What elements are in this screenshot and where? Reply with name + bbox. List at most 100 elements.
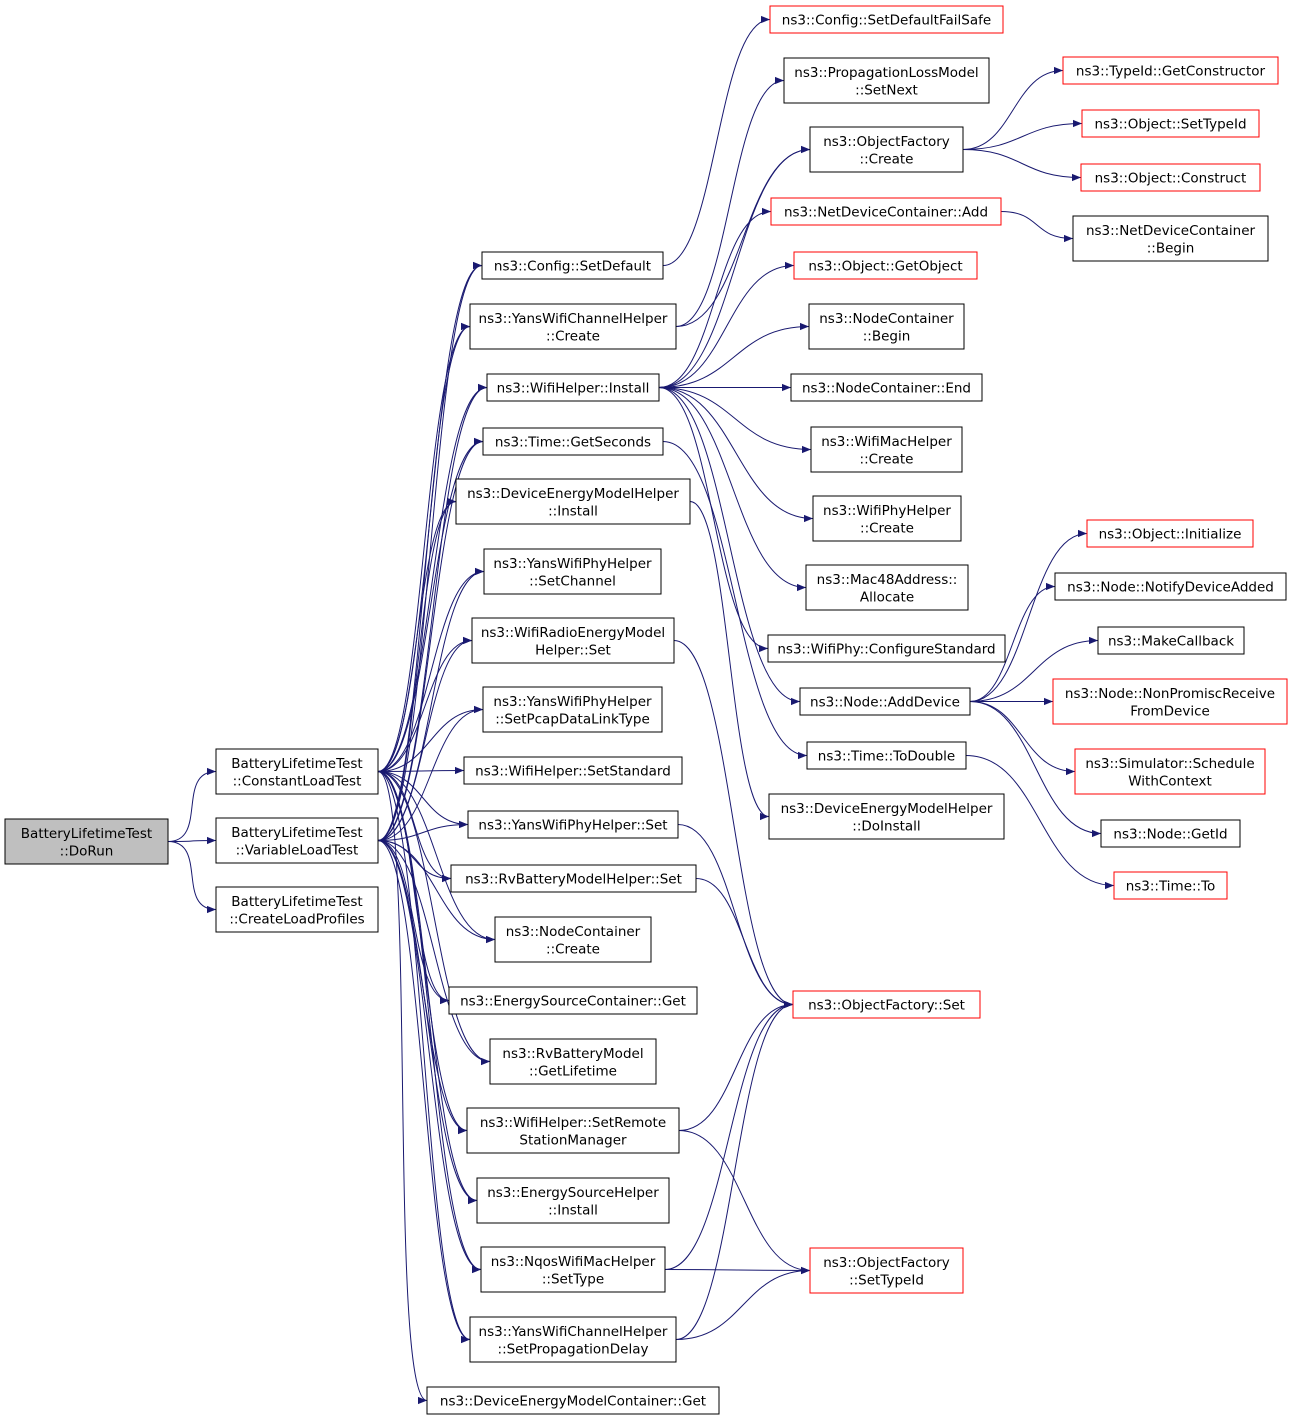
node-rvbattery-set[interactable]: ns3::RvBatteryModelHelper::Set [450,864,697,893]
node-label: ns3::Node::GetId [1113,827,1227,843]
node-typeid-getconstructor[interactable]: ns3::TypeId::GetConstructor [1062,56,1279,85]
node-variableload[interactable]: BatteryLifetimeTest::VariableLoadTest [215,817,379,864]
node-label: ns3::Node::NonPromiscReceive [1065,686,1275,702]
node-wifimac-create[interactable]: ns3::WifiMacHelper::Create [810,426,963,473]
node-node-notifydeviceadded[interactable]: ns3::Node::NotifyDeviceAdded [1054,572,1287,601]
node-object-initialize[interactable]: ns3::Object::Initialize [1086,519,1254,548]
node-object-getobject[interactable]: ns3::Object::GetObject [793,251,978,280]
node-esc-get[interactable]: ns3::EnergySourceContainer::Get [448,986,698,1015]
node-wifiphy-create[interactable]: ns3::WifiPhyHelper::Create [812,495,962,542]
edge-wifihelper-install-to-wifiphy-create [658,387,814,523]
edge-node-adddevice-to-node-notifydeviceadded [969,582,1056,702]
node-time-to[interactable]: ns3::Time::To [1113,871,1228,900]
node-label: ns3::YansWifiPhyHelper::Set [478,818,667,834]
node-objfactory-settypeid[interactable]: ns3::ObjectFactory::SetTypeId [809,1247,964,1294]
edge-wifihelper-install-to-objfactory-create [658,145,811,388]
node-time-todouble[interactable]: ns3::Time::ToDouble [806,741,967,770]
edge-wifiradio-set-to-objfactory-set [673,640,794,1009]
node-yanschannel-setprop[interactable]: ns3::YansWifiChannelHelper::SetPropagati… [469,1316,677,1363]
node-box [467,810,679,839]
node-objfactory-set[interactable]: ns3::ObjectFactory::Set [792,990,981,1019]
node-ndc-add[interactable]: ns3::NetDeviceContainer::Add [770,197,1002,226]
node-demc-get[interactable]: ns3::DeviceEnergyModelContainer::Get [426,1386,720,1415]
node-label: ns3::NodeContainer [506,924,641,940]
node-ndc-begin[interactable]: ns3::NetDeviceContainer::Begin [1072,215,1269,262]
node-esh-install[interactable]: ns3::EnergySourceHelper::Install [476,1177,670,1224]
edge-variableload-to-esc-get [377,840,450,1005]
node-label: ::Create [860,151,914,167]
node-box [799,687,971,716]
node-wifiphy-configstd[interactable]: ns3::WifiPhy::ConfigureStandard [767,634,1006,663]
node-nodecontainer-create[interactable]: ns3::NodeContainer::Create [494,916,652,963]
node-label: ::SetNext [855,82,918,98]
node-label: ::SetTypeId [849,1272,924,1288]
node-label: ns3::WifiHelper::Install [497,381,650,397]
node-label: ns3::WifiPhy::ConfigureStandard [777,642,995,658]
node-yansphy-setchannel[interactable]: ns3::YansWifiPhyHelper::SetChannel [483,548,662,595]
node-label: Helper::Set [535,642,611,658]
node-label: ns3::PropagationLossModel [794,65,978,81]
node-dorun[interactable]: BatteryLifetimeTest::DoRun [4,818,169,865]
node-nodecontainer-begin[interactable]: ns3::NodeContainer::Begin [808,303,965,350]
node-label: ns3::YansWifiPhyHelper [493,694,652,710]
node-box [476,1177,670,1224]
node-label: ns3::ObjectFactory [823,1255,950,1271]
node-box [809,1247,964,1294]
node-wifihelper-setstandard[interactable]: ns3::WifiHelper::SetStandard [463,756,683,785]
node-box [426,1386,720,1415]
node-mac48-allocate[interactable]: ns3::Mac48Address::Allocate [805,564,969,611]
node-label: ::SetType [542,1271,604,1287]
node-config-setdefaultfailsafe[interactable]: ns3::Config::SetDefaultFailSafe [769,5,1004,34]
node-object-construct[interactable]: ns3::Object::Construct [1080,163,1261,192]
node-box [808,303,965,350]
node-proploss-setnext[interactable]: ns3::PropagationLossModel::SetNext [783,57,990,104]
edge-wifihelper-setremote-to-objfactory-set [678,1000,794,1131]
edge-variableload-to-yanschannel-create [377,323,471,841]
node-label: ns3::RvBatteryModelHelper::Set [465,872,682,888]
node-constantload[interactable]: BatteryLifetimeTest::ConstantLoadTest [215,748,379,795]
node-objfactory-create[interactable]: ns3::ObjectFactory::Create [809,126,964,173]
node-demh-doinstall[interactable]: ns3::DeviceEnergyModelHelper::DoInstall [768,793,1005,840]
node-box [1100,819,1241,848]
node-box [215,886,379,933]
node-createloadprofiles[interactable]: BatteryLifetimeTest::CreateLoadProfiles [215,886,379,933]
node-time-getseconds[interactable]: ns3::Time::GetSeconds [482,427,664,456]
node-object-settypeid[interactable]: ns3::Object::SetTypeId [1081,109,1260,138]
node-label: ns3::NqosWifiMacHelper [491,1254,656,1270]
node-wifihelper-install[interactable]: ns3::WifiHelper::Install [486,373,660,402]
node-nqos-settype[interactable]: ns3::NqosWifiMacHelper::SetType [480,1246,666,1293]
node-label: ::Install [548,1202,598,1218]
node-rvbattery-getlifetime[interactable]: ns3::RvBatteryModel::GetLifetime [489,1038,657,1085]
node-label: ns3::DeviceEnergyModelHelper [781,801,993,817]
node-node-getid[interactable]: ns3::Node::GetId [1100,819,1241,848]
node-box [480,1246,666,1293]
edge-constantload-to-nodecontainer-create [377,771,496,944]
node-label: ns3::EnergySourceContainer::Get [460,994,686,1010]
node-box [790,373,983,402]
node-yanschannel-create[interactable]: ns3::YansWifiChannelHelper::Create [469,303,677,350]
node-yansphy-setpcap[interactable]: ns3::YansWifiPhyHelper::SetPcapDataLinkT… [482,686,663,733]
node-label: ns3::Node::NotifyDeviceAdded [1067,580,1274,596]
node-box [481,251,664,280]
node-box [793,251,978,280]
node-config-setdefault[interactable]: ns3::Config::SetDefault [481,251,664,280]
node-label: WithContext [1128,773,1212,789]
edge-wifihelper-install-to-wifiphy-configstd [658,387,769,653]
node-demh-install[interactable]: ns3::DeviceEnergyModelHelper::Install [455,478,691,525]
node-makecallback[interactable]: ns3::MakeCallback [1097,626,1245,655]
node-label: ns3::ObjectFactory [823,134,950,150]
edge-config-setdefault-to-config-setdefaultfailsafe [662,15,771,266]
node-nodecontainer-end[interactable]: ns3::NodeContainer::End [790,373,983,402]
node-box [806,741,967,770]
node-box [1086,519,1254,548]
edge-constantload-to-yanschannel-setprop [377,771,471,1343]
node-yansphy-set[interactable]: ns3::YansWifiPhyHelper::Set [467,810,679,839]
node-box [1054,572,1287,601]
node-node-adddevice[interactable]: ns3::Node::AddDevice [799,687,971,716]
node-box [810,426,963,473]
node-label: StationManager [519,1132,627,1148]
